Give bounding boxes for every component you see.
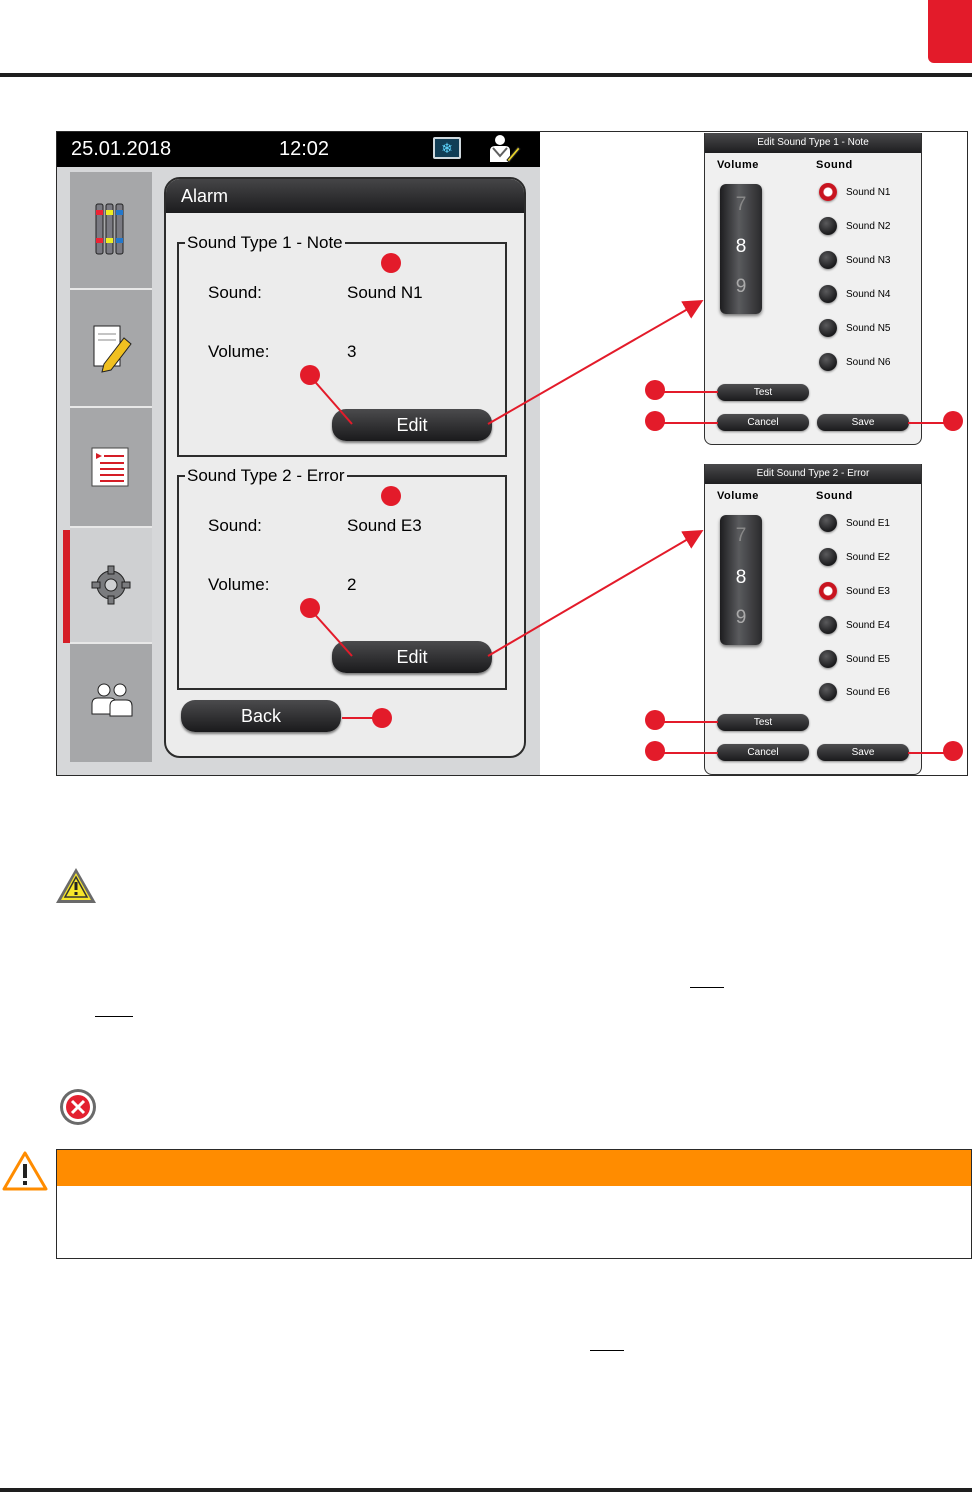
option-label: Sound N6 <box>846 357 891 368</box>
radio-sound-n5[interactable] <box>819 319 837 337</box>
status-date: 25.01.2018 <box>71 138 172 160</box>
option-label: Sound E2 <box>846 552 890 563</box>
callout-marker <box>943 411 963 431</box>
test-button[interactable]: Test <box>717 714 809 731</box>
warning-exclamation-icon <box>2 1151 48 1191</box>
drum-digit-current: 8 <box>735 236 747 257</box>
option-label: Sound E4 <box>846 620 890 631</box>
drum-digit-prev: 7 <box>735 194 747 215</box>
link-underline <box>690 987 724 988</box>
figure-frame <box>56 131 968 776</box>
status-bar: 25.01.2018 12:02 ❄ <box>57 132 540 167</box>
sidebar-item-notes[interactable] <box>70 290 152 408</box>
notepad-edit-icon <box>93 325 132 373</box>
sound-label: Sound: <box>208 516 262 535</box>
status-time: 12:02 <box>279 138 330 160</box>
drum-digit-next: 9 <box>735 276 747 297</box>
volume-drum[interactable]: 7 8 9 <box>720 184 762 314</box>
program-list-icon <box>91 447 129 487</box>
radio-sound-e3[interactable] <box>819 582 837 600</box>
callout-marker <box>300 598 320 618</box>
back-button[interactable]: Back <box>181 700 341 732</box>
sound-header: Sound <box>816 490 853 502</box>
callout-marker <box>645 741 665 761</box>
radio-sound-e6[interactable] <box>819 683 837 701</box>
option-label: Sound E6 <box>846 687 890 698</box>
option-label: Sound N4 <box>846 289 891 300</box>
radio-sound-n3[interactable] <box>819 251 837 269</box>
volume-drum[interactable]: 7 8 9 <box>720 515 762 645</box>
callout-marker <box>645 710 665 730</box>
drum-digit-current: 8 <box>735 567 747 588</box>
callout-marker <box>381 253 401 273</box>
header-rule <box>0 73 972 77</box>
callout-marker <box>645 411 665 431</box>
volume-header: Volume <box>717 490 759 502</box>
volume-label: Volume: <box>208 342 270 361</box>
sidebar-item-access[interactable] <box>70 644 152 762</box>
option-label: Sound N2 <box>846 221 891 232</box>
cancel-button[interactable]: Cancel <box>717 414 809 431</box>
dialog-title: Edit Sound Type 1 - Note <box>705 133 921 153</box>
settings-gear-icon <box>91 565 131 605</box>
edit-sound-type-1-button[interactable]: Edit <box>332 409 492 441</box>
sidebar-item-reagents[interactable] <box>70 172 152 290</box>
radio-sound-n1[interactable] <box>819 183 837 201</box>
callout-marker <box>300 365 320 385</box>
warning-header-bar <box>57 1150 971 1186</box>
callout-marker <box>645 380 665 400</box>
link-underline <box>95 1016 133 1017</box>
active-indicator <box>63 530 70 643</box>
option-label: Sound N3 <box>846 255 891 266</box>
reagent-vials-icon <box>95 203 124 255</box>
callout-marker <box>381 486 401 506</box>
radio-sound-n4[interactable] <box>819 285 837 303</box>
sound-type-2-legend: Sound Type 2 - Error <box>185 466 347 486</box>
error-x-circle-icon <box>60 1089 96 1125</box>
panel-title: Alarm <box>181 186 229 206</box>
option-label: Sound N5 <box>846 323 891 334</box>
sound-type-1-legend: Sound Type 1 - Note <box>185 233 345 253</box>
radio-sound-e4[interactable] <box>819 616 837 634</box>
radio-sound-n6[interactable] <box>819 353 837 371</box>
dialog-title: Edit Sound Type 2 - Error <box>705 464 921 484</box>
link-underline <box>590 1350 624 1351</box>
callout-marker <box>943 741 963 761</box>
chapter-tab-marker <box>928 0 972 63</box>
user-supervisor-icon[interactable] <box>487 134 521 164</box>
panel-header: Alarm <box>166 179 524 213</box>
option-label: Sound N1 <box>846 187 891 198</box>
radio-sound-n2[interactable] <box>819 217 837 235</box>
cooling-snowflake-icon[interactable]: ❄ <box>433 137 461 159</box>
footer-rule <box>0 1488 972 1492</box>
cancel-button[interactable]: Cancel <box>717 744 809 761</box>
sound-header: Sound <box>816 159 853 171</box>
save-button[interactable]: Save <box>817 414 909 431</box>
caution-triangle-icon <box>56 868 96 903</box>
test-button[interactable]: Test <box>717 384 809 401</box>
callout-marker <box>372 708 392 728</box>
sound-value: Sound E3 <box>347 516 422 535</box>
volume-value: 2 <box>347 575 357 594</box>
radio-sound-e1[interactable] <box>819 514 837 532</box>
volume-header: Volume <box>717 159 759 171</box>
option-label: Sound E3 <box>846 586 890 597</box>
callout-lines <box>309 300 952 754</box>
user-access-icon <box>91 683 133 717</box>
radio-sound-e5[interactable] <box>819 650 837 668</box>
sidebar-item-programs[interactable] <box>70 408 152 528</box>
edit-sound-type-2-button[interactable]: Edit <box>332 641 492 673</box>
save-button[interactable]: Save <box>817 744 909 761</box>
sidebar-item-settings[interactable] <box>70 528 152 644</box>
option-label: Sound E5 <box>846 654 890 665</box>
radio-sound-e2[interactable] <box>819 548 837 566</box>
drum-digit-next: 9 <box>735 607 747 628</box>
volume-value: 3 <box>347 342 357 361</box>
option-label: Sound E1 <box>846 518 890 529</box>
sound-label: Sound: <box>208 283 262 302</box>
volume-label: Volume: <box>208 575 270 594</box>
sound-value: Sound N1 <box>347 283 423 302</box>
drum-digit-prev: 7 <box>735 525 747 546</box>
